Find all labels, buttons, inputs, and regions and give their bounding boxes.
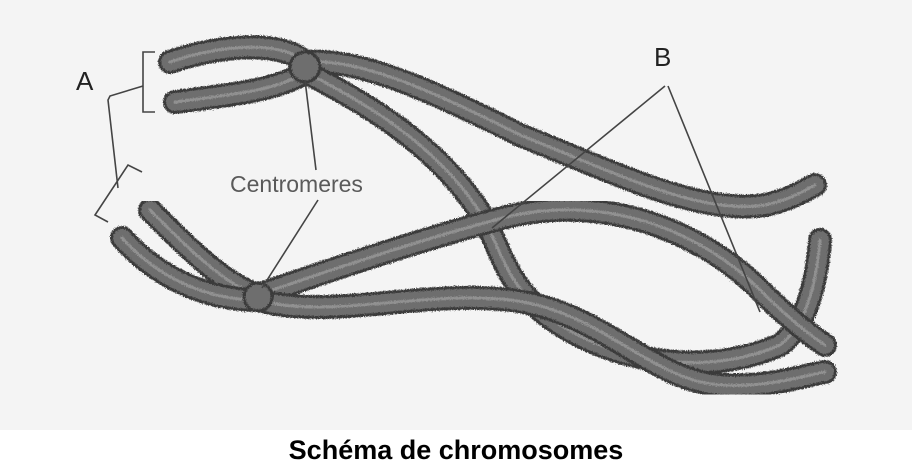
label-b: B bbox=[654, 42, 671, 72]
bracket-a-lower bbox=[93, 163, 143, 223]
figure-background bbox=[0, 0, 912, 430]
leader-b-right bbox=[667, 85, 761, 313]
leader-a bbox=[107, 85, 144, 189]
chromosome-lower bbox=[110, 197, 837, 398]
label-a: A bbox=[76, 66, 94, 96]
chromatid-upper-1 bbox=[158, 35, 827, 219]
leader-centromere-lower bbox=[261, 199, 319, 289]
chromatid-lower-1 bbox=[138, 197, 837, 357]
leader-centromere-upper bbox=[304, 79, 317, 171]
chromatid-lower-2 bbox=[110, 226, 837, 398]
centromere-upper bbox=[288, 50, 322, 84]
annotation-lines bbox=[93, 51, 761, 313]
diagram-caption: Schéma de chromosomes bbox=[288, 435, 624, 465]
bracket-a-upper bbox=[142, 51, 155, 113]
chromosome-diagram: A B Centromeres bbox=[0, 0, 912, 430]
chromosome-upper bbox=[158, 35, 832, 375]
label-centromeres: Centromeres bbox=[230, 171, 363, 197]
leader-b-left bbox=[491, 85, 666, 229]
centromere-lower bbox=[242, 281, 274, 313]
